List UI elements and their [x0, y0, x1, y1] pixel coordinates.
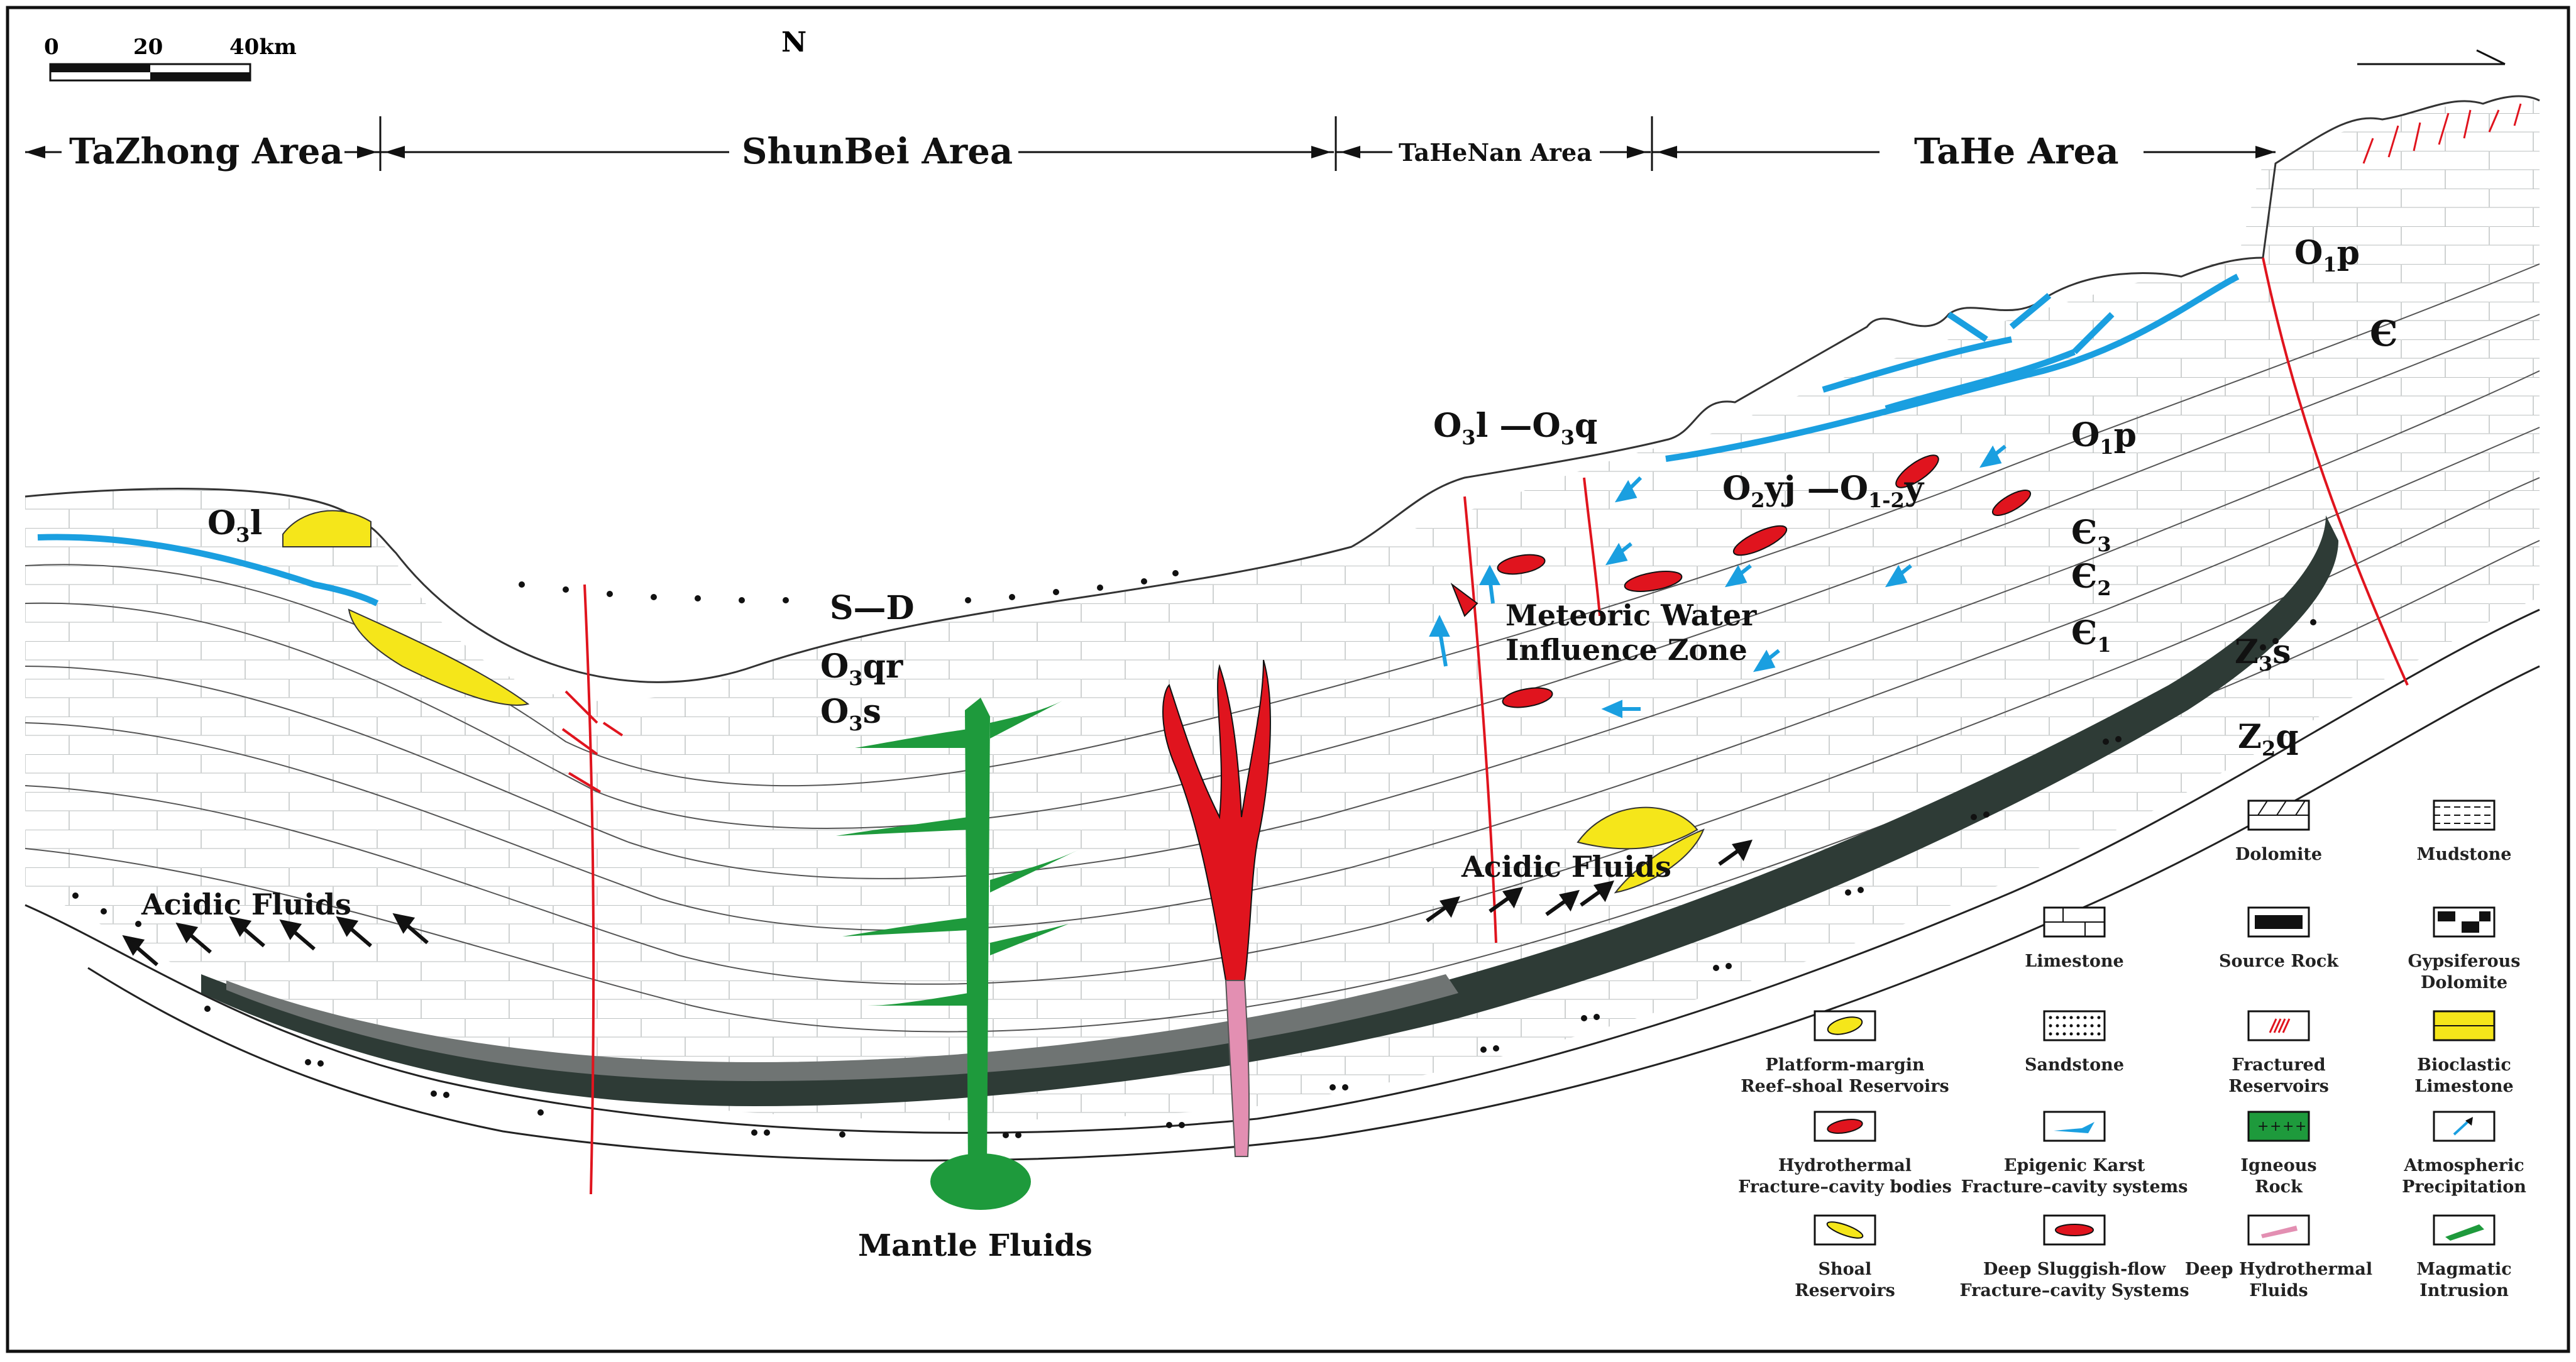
legend-label-limestone: Limestone — [2025, 952, 2123, 971]
legend-label-hydrothermal: Hydrothermal — [1778, 1156, 1912, 1175]
scale-tick-40km: 40km — [229, 35, 297, 60]
reef-shoal-left — [282, 510, 530, 706]
scale-tick-0: 0 — [44, 35, 59, 60]
acidic-arrows — [122, 839, 1753, 967]
legend-label-atmospheric: Atmospheric — [2403, 1156, 2524, 1175]
legend-label-atmospheric: Precipitation — [2402, 1177, 2526, 1197]
meteoric-arrows — [1429, 444, 2006, 718]
magmatic-intrusion — [836, 698, 1081, 1210]
legend-item-limestone: Limestone — [2025, 906, 2124, 971]
ground-surface — [25, 95, 2540, 683]
area-label-tazhong: TaZhong Area — [69, 131, 343, 172]
strat-o3qr: O3qr — [820, 647, 903, 690]
strat-o1p-mid: O1p — [2071, 416, 2137, 459]
legend-item-sandstone: Sandstone — [2025, 1010, 2124, 1075]
svg-text:+: + — [2270, 1119, 2281, 1134]
strat-c3: Є3 — [2071, 513, 2111, 556]
strat-s-d: S—D — [830, 589, 915, 627]
legend-label-deep-hydrothermal: Deep Hydrothermal — [2185, 1260, 2372, 1279]
legend-label-shoal: Shoal — [1819, 1260, 1872, 1279]
area-headers: TaZhong Area ShunBei Area TaHeNan Area T… — [25, 116, 2276, 176]
legend-label-shoal: Reservoirs — [1795, 1281, 1895, 1300]
scale-bar: 0 20 40km — [44, 35, 297, 82]
north-arrow: N — [781, 26, 2506, 65]
legend-label-fractured: Fractured — [2232, 1055, 2325, 1075]
strat-o3s: O3s — [820, 693, 881, 735]
svg-text:+: + — [2282, 1119, 2294, 1134]
strat-o2yj-o12y: O2yj —O1-2y — [1722, 470, 1925, 512]
strat-o3l-o3q: O3l —O3q — [1433, 407, 1597, 449]
legend-label-bioclastic: Limestone — [2414, 1077, 2513, 1096]
svg-text:+: + — [2257, 1119, 2269, 1134]
legend-item-mudstone: Mudstone — [2417, 799, 2512, 864]
strat-z2q: Z2q — [2238, 718, 2299, 761]
legend-label-deep-sluggish: Deep Sluggish-flow — [1983, 1260, 2166, 1279]
hydrothermal-bodies — [1450, 454, 2032, 708]
label-acidic-fluids-right: Acidic Fluids — [1461, 850, 1671, 884]
faults — [561, 257, 2409, 1195]
legend-label-gypsiferous-dolomite: Gypsiferous — [2408, 952, 2521, 971]
legend-item-dolomite: Dolomite — [2235, 799, 2322, 864]
label-meteoric-2: Influence Zone — [1505, 633, 1748, 667]
strat-c2: Є2 — [2071, 557, 2111, 600]
deep-sluggish-flow — [1162, 659, 1271, 981]
legend-label-sandstone: Sandstone — [2025, 1055, 2124, 1075]
legend-label-dolomite: Dolomite — [2235, 845, 2322, 864]
legend-label-igneous: Igneous — [2240, 1156, 2316, 1175]
legend-label-magmatic: Magmatic — [2416, 1260, 2512, 1279]
legend-item-source-rock: Source Rock — [2219, 906, 2339, 971]
svg-text:+: + — [2295, 1119, 2306, 1134]
reef-shoal-right — [1577, 806, 1705, 894]
legend-label-gypsiferous-dolomite: Dolomite — [2421, 973, 2507, 992]
area-label-shunbei: ShunBei Area — [742, 131, 1013, 172]
strat-cambrian: Є — [2370, 313, 2398, 354]
karst-systems — [37, 273, 2240, 607]
sandstone-dots — [72, 619, 2316, 1138]
legend-label-mudstone: Mudstone — [2417, 845, 2512, 864]
legend-label-reef-shoal: Reef–shoal Reservoirs — [1741, 1077, 1949, 1096]
north-label: N — [781, 26, 806, 58]
strat-o1p-upper: O1p — [2294, 234, 2360, 277]
legend-label-epigenic-karst: Fracture–cavity systems — [1961, 1177, 2188, 1197]
deep-hydrothermal-conduit — [1225, 980, 1250, 1157]
legend-label-deep-hydrothermal: Fluids — [2249, 1281, 2308, 1300]
strat-o3l-left: O3l — [207, 504, 262, 547]
legend-label-fractured: Reservoirs — [2228, 1077, 2329, 1096]
strat-c1: Є1 — [2071, 614, 2111, 657]
strat-z3s: Z3s — [2235, 633, 2291, 676]
legend-label-magmatic: Intrusion — [2419, 1281, 2509, 1300]
legend-label-epigenic-karst: Epigenic Karst — [2004, 1156, 2145, 1175]
label-acidic-fluids-left: Acidic Fluids — [141, 887, 351, 921]
label-meteoric-1: Meteoric Water — [1505, 598, 1757, 632]
legend-label-deep-sluggish: Fracture–cavity Systems — [1959, 1281, 2189, 1300]
area-label-tahenan: TaHeNan Area — [1399, 138, 1592, 167]
fracture-swarm — [2362, 103, 2522, 164]
area-label-tahe: TaHe Area — [1914, 131, 2119, 172]
source-rock-gray — [226, 974, 1458, 1081]
label-mantle-fluids: Mantle Fluids — [858, 1228, 1093, 1263]
legend-label-bioclastic: Bioclastic — [2417, 1055, 2511, 1075]
legend-label-reef-shoal: Platform-margin — [1765, 1055, 1925, 1075]
legend-label-source-rock: Source Rock — [2219, 952, 2339, 971]
s-d-dots — [519, 570, 1179, 603]
legend-label-igneous: Rock — [2255, 1177, 2303, 1197]
legend-label-hydrothermal: Fracture–cavity bodies — [1738, 1177, 1952, 1197]
scale-tick-20: 20 — [133, 35, 163, 60]
